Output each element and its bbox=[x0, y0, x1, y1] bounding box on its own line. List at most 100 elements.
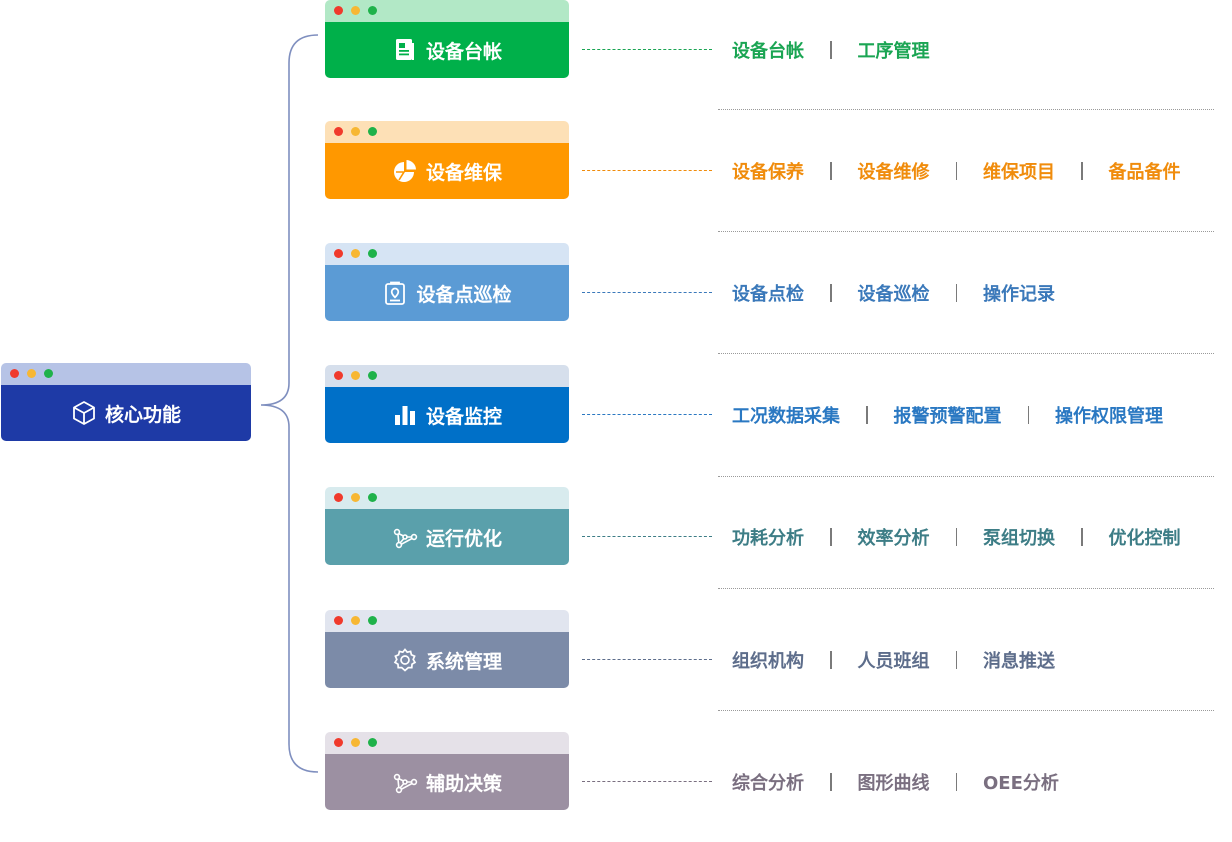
close-dot bbox=[334, 738, 343, 747]
module-title-bar bbox=[325, 487, 569, 509]
separator bbox=[830, 773, 832, 791]
sub-feature-list: 综合分析 图形曲线 OEE分析 bbox=[732, 769, 1059, 795]
sub-feature[interactable]: 消息推送 bbox=[983, 651, 1055, 672]
sub-feature[interactable]: 人员班组 bbox=[857, 651, 930, 672]
maximize-dot bbox=[368, 371, 377, 380]
separator bbox=[955, 162, 957, 180]
separator bbox=[955, 651, 957, 669]
module-node[interactable]: 设备台帐 bbox=[325, 0, 569, 78]
leader-line bbox=[582, 292, 712, 293]
maximize-dot bbox=[368, 249, 377, 258]
module-title-bar bbox=[325, 243, 569, 265]
maximize-dot bbox=[368, 127, 377, 136]
module-node[interactable]: 系统管理 bbox=[325, 610, 569, 688]
sub-feature[interactable]: 设备保养 bbox=[732, 162, 804, 183]
leader-line bbox=[582, 781, 712, 782]
row-divider bbox=[718, 588, 1214, 589]
module-title-bar bbox=[325, 0, 569, 22]
module-body: 设备维保 bbox=[325, 143, 569, 199]
module-body: 运行优化 bbox=[325, 509, 569, 565]
sub-feature[interactable]: 报警预警配置 bbox=[893, 406, 1002, 427]
separator bbox=[830, 651, 832, 669]
module-label: 设备维保 bbox=[425, 161, 502, 184]
minimize-dot bbox=[351, 6, 360, 15]
leader-line bbox=[582, 414, 712, 415]
separator bbox=[830, 528, 832, 546]
row-divider bbox=[718, 353, 1214, 354]
module-label: 设备台帐 bbox=[425, 40, 502, 63]
module-label: 系统管理 bbox=[425, 650, 502, 673]
sub-feature[interactable]: 备品备件 bbox=[1108, 162, 1181, 183]
cube-icon bbox=[71, 400, 97, 426]
module-node[interactable]: 设备监控 bbox=[325, 365, 569, 443]
root-body: 核心功能 bbox=[1, 385, 251, 441]
sub-feature[interactable]: 设备点检 bbox=[732, 284, 804, 305]
separator bbox=[830, 284, 832, 302]
module-body: 系统管理 bbox=[325, 632, 569, 688]
sub-feature[interactable]: 设备维修 bbox=[857, 162, 930, 183]
module-label: 设备点巡检 bbox=[416, 283, 512, 306]
sub-feature[interactable]: 图形曲线 bbox=[857, 773, 930, 794]
maximize-dot bbox=[368, 738, 377, 747]
root-label: 核心功能 bbox=[104, 403, 181, 426]
module-node[interactable]: 运行优化 bbox=[325, 487, 569, 565]
sub-feature[interactable]: 功耗分析 bbox=[732, 528, 804, 549]
sub-feature[interactable]: 组织机构 bbox=[732, 651, 804, 672]
maximize-dot bbox=[368, 616, 377, 625]
pie-chart-icon bbox=[392, 158, 418, 184]
separator bbox=[955, 773, 957, 791]
minimize-dot bbox=[351, 249, 360, 258]
module-title-bar bbox=[325, 732, 569, 754]
leader-line bbox=[582, 659, 712, 660]
separator bbox=[830, 41, 832, 59]
leader-line bbox=[582, 49, 712, 50]
maximize-dot bbox=[368, 493, 377, 502]
sub-feature[interactable]: 泵组切换 bbox=[983, 528, 1055, 549]
row-divider bbox=[718, 231, 1214, 232]
sub-feature-list: 功耗分析 效率分析 泵组切换 优化控制 bbox=[732, 524, 1181, 550]
separator bbox=[1081, 528, 1083, 546]
minimize-dot bbox=[351, 371, 360, 380]
module-title-bar bbox=[325, 121, 569, 143]
bar-chart-icon bbox=[392, 402, 418, 428]
network-icon bbox=[392, 524, 418, 550]
sub-feature[interactable]: OEE分析 bbox=[983, 773, 1059, 794]
maximize-dot bbox=[368, 6, 377, 15]
root-node[interactable]: 核心功能 bbox=[1, 363, 251, 441]
module-node[interactable]: 设备点巡检 bbox=[325, 243, 569, 321]
minimize-dot bbox=[351, 738, 360, 747]
row-divider bbox=[718, 710, 1214, 711]
leader-line bbox=[582, 536, 712, 537]
separator bbox=[955, 528, 957, 546]
sub-feature[interactable]: 优化控制 bbox=[1108, 528, 1181, 549]
close-dot bbox=[334, 493, 343, 502]
module-node[interactable]: 辅助决策 bbox=[325, 732, 569, 810]
sub-feature[interactable]: 工况数据采集 bbox=[732, 406, 840, 427]
sub-feature-list: 组织机构 人员班组 消息推送 bbox=[732, 647, 1055, 673]
row-divider bbox=[718, 476, 1214, 477]
close-dot bbox=[334, 127, 343, 136]
module-body: 设备监控 bbox=[325, 387, 569, 443]
ledger-icon bbox=[392, 37, 418, 63]
sub-feature[interactable]: 工序管理 bbox=[857, 41, 930, 62]
close-dot bbox=[334, 371, 343, 380]
maximize-dot bbox=[44, 369, 53, 378]
sub-feature[interactable]: 设备巡检 bbox=[857, 284, 930, 305]
minimize-dot bbox=[351, 127, 360, 136]
root-title-bar bbox=[1, 363, 251, 385]
close-dot bbox=[334, 616, 343, 625]
module-label: 辅助决策 bbox=[425, 772, 502, 795]
sub-feature[interactable]: 维保项目 bbox=[983, 162, 1055, 183]
sub-feature[interactable]: 操作权限管理 bbox=[1055, 406, 1163, 427]
sub-feature[interactable]: 操作记录 bbox=[983, 284, 1055, 305]
sub-feature[interactable]: 设备台帐 bbox=[732, 41, 804, 62]
sub-feature[interactable]: 综合分析 bbox=[732, 773, 804, 794]
leader-line bbox=[582, 170, 712, 171]
module-node[interactable]: 设备维保 bbox=[325, 121, 569, 199]
clipboard-pin-icon bbox=[382, 280, 408, 306]
minimize-dot bbox=[27, 369, 36, 378]
close-dot bbox=[334, 6, 343, 15]
sub-feature[interactable]: 效率分析 bbox=[857, 528, 930, 549]
module-label: 设备监控 bbox=[425, 405, 502, 428]
